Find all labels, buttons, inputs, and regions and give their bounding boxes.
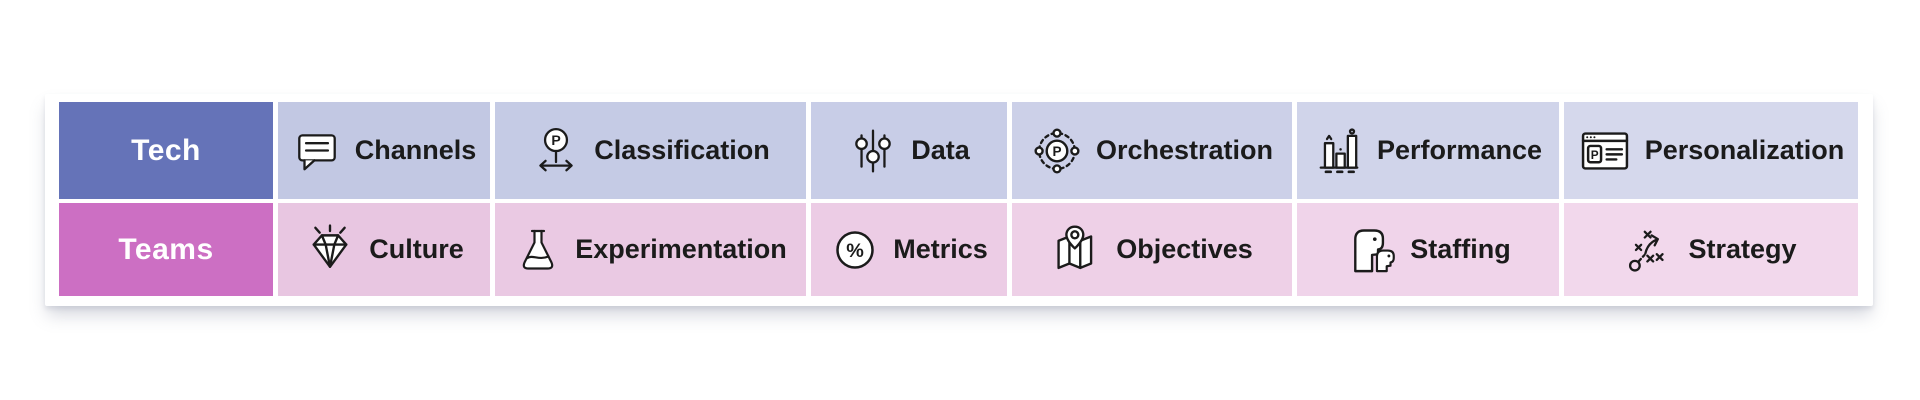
cell-objectives: Objectives — [1012, 203, 1292, 296]
message-icon — [292, 126, 342, 176]
cell-label: Objectives — [1116, 234, 1253, 264]
matrix-card: Tech Channels P Classification Data P Orchestr… — [45, 94, 1873, 306]
svg-text:%: % — [846, 239, 864, 261]
svg-text:P: P — [1052, 143, 1061, 158]
row-header-teams: Teams — [59, 203, 273, 296]
gem-icon — [304, 223, 356, 276]
cell-label: Experimentation — [575, 234, 787, 264]
cell-label: Staffing — [1410, 234, 1511, 264]
percent-icon: % — [830, 225, 880, 275]
cell-label: Performance — [1376, 135, 1543, 165]
cell-label: Personalization — [1644, 135, 1845, 165]
cell-label: Strategy — [1688, 234, 1797, 264]
cell-label: Orchestration — [1095, 135, 1274, 165]
cell-culture: Culture — [278, 203, 490, 296]
browser-profile-icon: P — [1578, 124, 1632, 178]
classification-sign-icon: P — [531, 126, 581, 176]
row-header-label: Teams — [118, 232, 214, 266]
sliders-icon — [848, 126, 898, 176]
capability-matrix: Tech Channels P Classification Data P Orchestr… — [59, 102, 1859, 296]
map-pin-icon — [1051, 224, 1103, 276]
flask-icon — [514, 226, 562, 274]
cell-label: Data — [911, 135, 970, 165]
cell-classification: P Classification — [495, 102, 806, 199]
cell-label: Classification — [594, 135, 770, 165]
people-icon — [1345, 224, 1397, 276]
row-header-label: Tech — [131, 133, 201, 167]
tactics-icon — [1625, 225, 1675, 275]
cell-label: Channels — [354, 135, 477, 165]
cell-label: Metrics — [893, 234, 988, 264]
cell-channels: Channels — [278, 102, 490, 199]
svg-text:P: P — [1590, 147, 1598, 161]
cell-data: Data — [811, 102, 1007, 199]
cell-performance: Performance — [1297, 102, 1559, 199]
cell-label: Culture — [369, 234, 464, 264]
cell-personalization: P Personalization — [1564, 102, 1858, 199]
svg-text:P: P — [552, 132, 561, 148]
cell-strategy: Strategy — [1564, 203, 1858, 296]
cell-metrics: % Metrics — [811, 203, 1007, 296]
row-header-tech: Tech — [59, 102, 273, 199]
cell-orchestration: P Orchestration — [1012, 102, 1292, 199]
cell-staffing: Staffing — [1297, 203, 1559, 296]
bar-chart-icon — [1314, 126, 1364, 176]
cell-experimentation: Experimentation — [495, 203, 806, 296]
orbit-icon: P — [1031, 125, 1083, 177]
